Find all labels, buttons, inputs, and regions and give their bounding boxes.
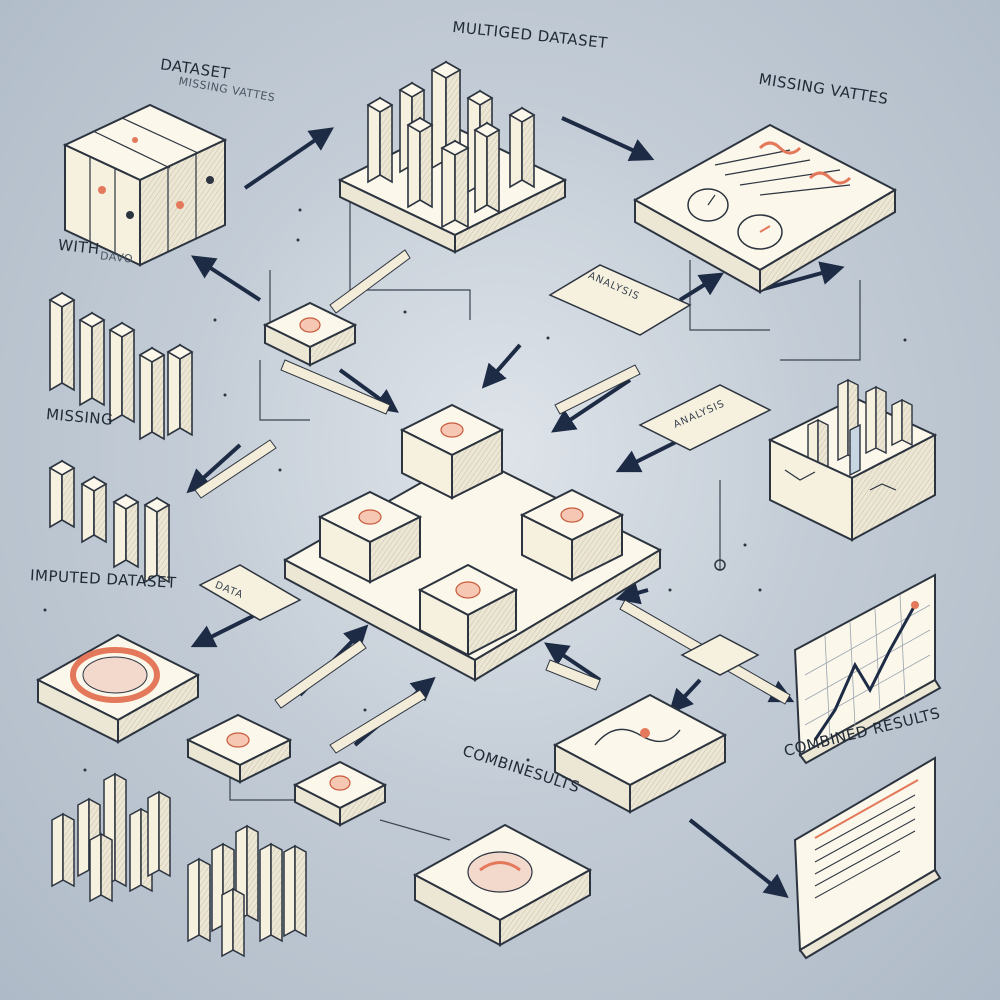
- dataset-cube: [62, 103, 228, 267]
- tag-strips: [198, 264, 772, 676]
- bottom-bars-center: [187, 824, 307, 958]
- combined-results-document: [793, 756, 942, 960]
- small-node-upper-left: [262, 301, 358, 367]
- scatter-marks: [43, 208, 907, 772]
- right-bar-box: [767, 378, 938, 542]
- small-node-lower-center: [292, 760, 388, 827]
- label-with: WITH: [57, 235, 101, 259]
- line-chart-panel: [793, 573, 942, 765]
- left-bars-lower: [48, 459, 171, 584]
- center-cube-right: [519, 488, 625, 582]
- missing-values-panel: [632, 123, 898, 294]
- small-node-lower-left: [185, 713, 293, 784]
- left-bars-upper: [48, 291, 194, 441]
- label-with-sub: DAVO: [99, 249, 134, 266]
- multi-dataset-platform: [337, 60, 568, 254]
- bottom-center-tile: [412, 823, 593, 947]
- center-cube-left: [317, 490, 423, 584]
- lower-right-tile: [552, 693, 728, 814]
- center-cube-top: [399, 403, 505, 500]
- center-cube-bottom: [417, 563, 519, 657]
- bottom-bars-left: [51, 772, 171, 903]
- imputed-dataset-tile: [35, 633, 201, 744]
